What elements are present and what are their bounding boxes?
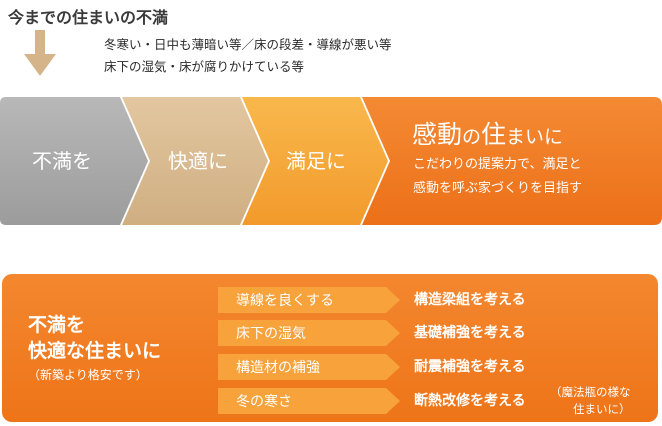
solution-tag: 床下の湿気 xyxy=(218,320,400,346)
solution-note: （魔法瓶の様な 住まいに） xyxy=(550,385,631,416)
solution-tag: 冬の寒さ xyxy=(218,388,400,414)
step-arrow-2 xyxy=(122,97,268,225)
problem-line: 床下の湿気・床が腐りかけている等 xyxy=(104,59,305,74)
solution-panel: 不満を 快適な住まいに （新築より格安です） 導線を良くする 床下の湿気 構造材… xyxy=(2,274,658,422)
flow-arrows xyxy=(0,97,662,225)
solution-tag: 導線を良くする xyxy=(218,287,400,313)
step-label-2: 快適に xyxy=(168,149,228,173)
improvement-flow: 不満を 快適に 満足に 感動の住まいに こだわりの提案力で、満足と 感動を呼ぶ家… xyxy=(0,97,662,227)
down-arrow-icon xyxy=(24,30,56,76)
step-arrow-1 xyxy=(0,97,148,225)
solution-result: 構造梁組を考える xyxy=(414,292,526,308)
final-title: 感動の住まいに xyxy=(412,120,564,149)
step-arrow-3 xyxy=(242,97,388,225)
solution-heading: 不満を 快適な住まいに xyxy=(28,314,162,362)
solution-subtext: （新築より格安です） xyxy=(28,368,148,382)
page-title: 今までの住まいの不満 xyxy=(8,8,169,27)
solution-tag: 構造材の補強 xyxy=(218,354,400,380)
problem-line: 冬寒い・日中も薄暗い等／床の段差・導線が悪い等 xyxy=(104,37,392,52)
final-box xyxy=(362,97,662,225)
final-description: こだわりの提案力で、満足と 感動を呼ぶ家づくりを目指す xyxy=(413,157,583,196)
step-label-1: 不満を xyxy=(32,149,92,173)
problem-list: 冬寒い・日中も薄暗い等／床の段差・導線が悪い等 床下の湿気・床が腐りかけている等 xyxy=(104,34,392,78)
solution-result: 基礎補強を考える xyxy=(414,325,526,341)
solution-result: 耐震補強を考える xyxy=(414,359,526,375)
step-label-3: 満足に xyxy=(286,149,346,173)
solution-result: 断熱改修を考える xyxy=(414,393,526,409)
